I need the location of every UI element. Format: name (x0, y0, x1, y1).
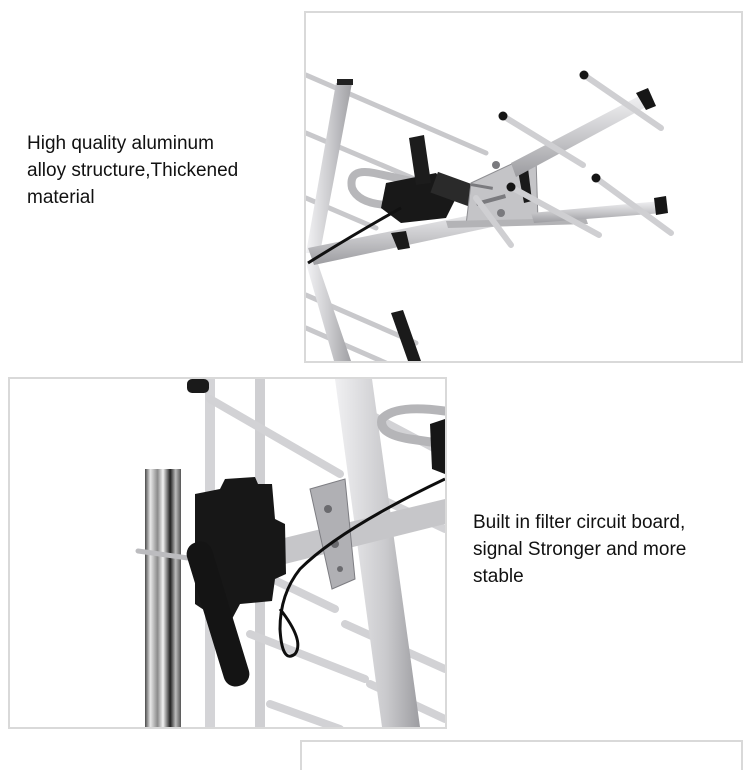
caption-line: High quality aluminum (27, 133, 214, 154)
caption-line: Built in filter circuit board, (473, 512, 686, 533)
amplifier-box-photo (135, 379, 445, 727)
caption-line: material (27, 187, 95, 208)
photo-frame-amplifier-box (8, 377, 447, 729)
photo-frame-antenna-elements (304, 11, 743, 363)
antenna-elements-photo (306, 70, 674, 361)
mast-pole-icon (145, 469, 181, 727)
feature-caption-aluminum: High quality aluminum alloy structure,Th… (27, 130, 297, 211)
photo-frame-next-partial (300, 740, 743, 770)
caption-line: stable (473, 566, 524, 587)
caption-line: alloy structure,Thickened (27, 160, 239, 181)
caption-line: signal Stronger and more (473, 539, 687, 560)
feature-caption-filter-board: Built in filter circuit board, signal St… (473, 509, 748, 590)
